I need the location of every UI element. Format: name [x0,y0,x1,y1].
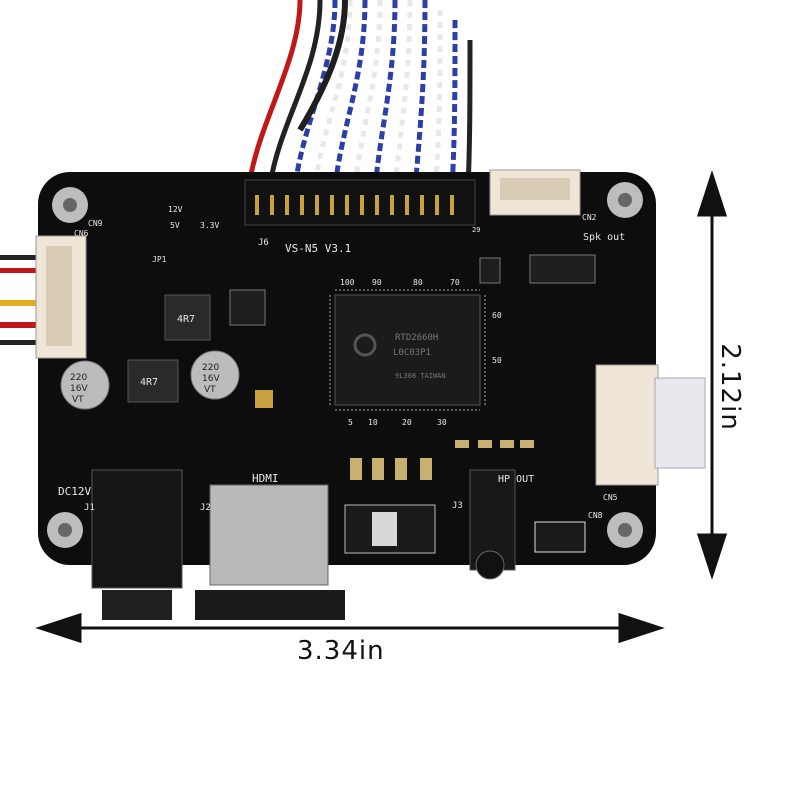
label-hp-out: HP OUT [498,474,534,485]
main-chip [334,294,481,406]
height-dimension-label-wrapper: 2.12in [700,330,760,450]
label-jp1: JP1 [152,255,167,264]
pin-label-50: 50 [492,356,502,365]
label-spk-out: Spk out [583,232,625,243]
cn5-connector [595,364,659,486]
pin-label-20: 20 [402,418,412,427]
label-j2: J2 [200,503,211,513]
pin-label-5: 5 [348,418,353,427]
inductor-1 [164,294,211,341]
pin-label-10: 10 [368,418,378,427]
pin-label-30: 30 [437,418,447,427]
label-29: 29 [472,226,480,234]
label-hdmi: HDMI [252,472,279,485]
chip-text-1: RTD2660H [395,333,438,343]
pin-label-80: 80 [413,278,423,287]
ribbon-cable [247,0,473,191]
capacitor-2-line-2: 16V [202,374,220,384]
inductor-1-label: 4R7 [177,314,195,325]
left-wires [0,255,40,345]
label-j3: J3 [452,501,463,511]
board-model: VS-N5 V3.1 [285,242,351,255]
inductor-2 [127,359,179,403]
label-cn9: CN9 [88,219,103,228]
capacitor-1-line-3: VT [72,395,84,405]
capacitor-1-line-1: 220 [70,373,87,383]
label-cn5: CN5 [603,493,618,502]
height-dimension-label: 2.12in [715,343,745,431]
capacitor-1 [60,360,110,410]
label-5v: 5V [170,221,180,230]
cn8-connector [534,521,586,553]
pin-label-60: 60 [492,311,502,320]
label-dc12v: DC12V [58,485,91,498]
dc-jack [91,469,183,620]
pin-label-70: 70 [450,278,460,287]
height-dimension-arrow [696,170,728,580]
label-cn8: CN8 [588,511,603,520]
label-j6: J6 [258,238,269,248]
capacitor-2 [190,350,240,400]
label-3v3: 3.3V [200,221,219,230]
mounting-holes [47,182,643,548]
width-dimension-label: 3.34in [297,636,385,666]
width-dimension-arrow [35,612,665,644]
chip-text-2: L0C03P1 [393,348,431,358]
pin-label-90: 90 [372,278,382,287]
chip-text-3: 9L308 TAIWAN [395,372,446,380]
capacitor-1-line-2: 16V [70,384,88,394]
capacitor-2-line-1: 220 [202,363,219,373]
hp-jack [469,469,516,580]
smd-components [229,254,596,480]
capacitor-2-line-3: VT [204,385,216,395]
label-12v: 12V [168,205,183,214]
inductor-2-label: 4R7 [140,377,158,388]
label-j1: J1 [84,503,95,513]
label-cn2: CN2 [582,213,597,222]
pin-label-100: 100 [340,278,355,287]
label-cn6: CN6 [74,229,89,238]
hdmi-port [195,484,345,620]
